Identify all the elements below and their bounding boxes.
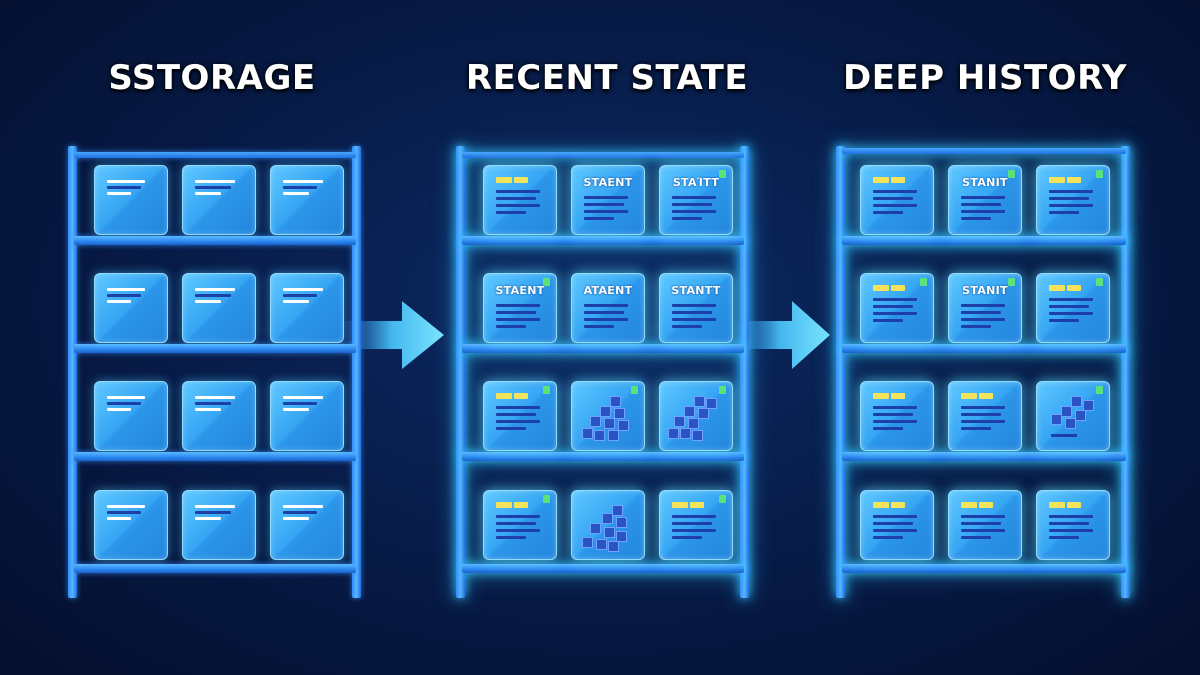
- document-icon: [483, 165, 557, 235]
- recent-state-rack: [456, 140, 751, 605]
- rack-shelf: [74, 564, 356, 573]
- document-icon: [1036, 165, 1110, 235]
- document-icon: [860, 273, 934, 343]
- state-box: STAENT: [483, 273, 557, 343]
- rack-shelf: [462, 344, 744, 353]
- right-arrow-icon: [730, 301, 830, 369]
- storage-box: [182, 490, 256, 560]
- database-blocks-icon: [571, 381, 645, 451]
- rack-shelf: [462, 152, 744, 158]
- rack-shelf: [842, 564, 1126, 573]
- rack-shelf: [462, 452, 744, 461]
- rack-post: [1121, 146, 1130, 598]
- state-box: STANIT: [948, 165, 1022, 235]
- storage-box: [94, 273, 168, 343]
- rack-shelf: [842, 236, 1126, 245]
- right-arrow-icon: [340, 301, 444, 369]
- rack-shelf: [74, 236, 356, 245]
- database-blocks-icon: [571, 490, 645, 560]
- document-icon: [1036, 490, 1110, 560]
- database-blocks-icon: [1036, 381, 1110, 451]
- document-icon: [860, 381, 934, 451]
- state-box-label: STANIT: [962, 176, 1008, 189]
- title-recent-state: RECENT STATE: [465, 58, 749, 98]
- state-box: STAENT: [571, 165, 645, 235]
- document-icon: [948, 490, 1022, 560]
- storage-box: [270, 165, 344, 235]
- document-icon: [659, 490, 733, 560]
- state-box-label: STANIT: [962, 284, 1008, 297]
- storage-box: [270, 273, 344, 343]
- storage-box: [94, 490, 168, 560]
- rack-post: [836, 146, 845, 598]
- state-box-label: STAΊTT: [672, 176, 720, 189]
- document-icon: [483, 381, 557, 451]
- rack-post: [740, 146, 749, 598]
- rack-shelf: [74, 152, 356, 158]
- storage-box: [270, 490, 344, 560]
- rack-post: [352, 146, 361, 598]
- rack-post: [68, 146, 77, 598]
- state-box: ATAENT: [571, 273, 645, 343]
- deep-history-rack: [836, 140, 1132, 605]
- storage-box: [182, 165, 256, 235]
- storage-box: [182, 381, 256, 451]
- state-box-label: STAENT: [583, 176, 633, 189]
- title-storage: SSTORAGE: [108, 58, 316, 98]
- state-box-label: ATAENT: [583, 284, 633, 297]
- state-box: STAΊTT: [659, 165, 733, 235]
- storage-box: [270, 381, 344, 451]
- rack-shelf: [842, 344, 1126, 353]
- state-box: STANTT: [659, 273, 733, 343]
- database-blocks-icon: [659, 381, 733, 451]
- document-icon: [948, 381, 1022, 451]
- storage-box: [182, 273, 256, 343]
- rack-shelf: [462, 564, 744, 573]
- state-box-label: STAENT: [495, 284, 545, 297]
- state-box-label: STANTT: [671, 284, 721, 297]
- rack-shelf: [74, 452, 356, 461]
- document-icon: [483, 490, 557, 560]
- title-deep-history: DEEP HISTORY: [842, 58, 1128, 98]
- rack-shelf: [842, 148, 1126, 154]
- document-icon: [860, 165, 934, 235]
- document-icon: [1036, 273, 1110, 343]
- document-icon: [860, 490, 934, 560]
- storage-box: [94, 381, 168, 451]
- rack-shelf: [462, 236, 744, 245]
- state-box: STANIT: [948, 273, 1022, 343]
- rack-post: [456, 146, 465, 598]
- storage-rack: [68, 140, 363, 605]
- rack-shelf: [74, 344, 356, 353]
- rack-shelf: [842, 452, 1126, 461]
- storage-box: [94, 165, 168, 235]
